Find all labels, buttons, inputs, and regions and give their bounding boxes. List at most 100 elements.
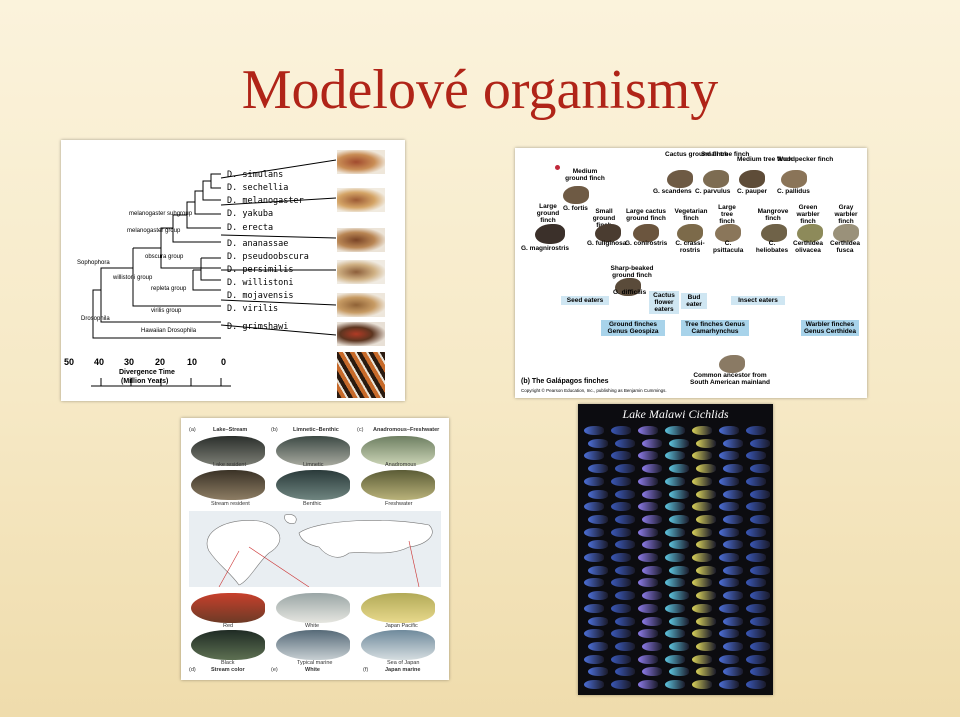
cichlid-image [665,527,685,537]
bird-label: Gray warbler finch [834,204,858,225]
cichlid-image [750,514,770,524]
cichlid-image [665,426,685,435]
cichlid-image [588,667,608,677]
cichlid-image [642,514,662,524]
cichlid-image [638,476,658,486]
finch-image [781,170,807,188]
cichlid-image [692,654,712,664]
group-label: obscura group [145,254,184,260]
cichlid-image [746,629,766,639]
cichlid-image [692,451,712,461]
cichlid-image [723,641,743,651]
cichlid-image [588,616,608,626]
fish-caption: Japan Pacific [385,623,418,629]
panel-header: Limnetic–Benthic [293,427,339,433]
fish-image [191,630,265,660]
cichlid-image [669,667,689,677]
cichlid-image [584,527,604,537]
cichlid-image [696,591,716,601]
cichlid-image [723,591,743,601]
species-label: Certhidea fusca [830,240,860,254]
cichlid-image [692,426,712,435]
genus-box: Ground finches Genus Geospiza [601,320,665,336]
cichlid-image [611,527,631,537]
finch-image [535,224,565,244]
cichlid-image [588,591,608,601]
cichlid-image [665,476,685,486]
cichlid-image [723,667,743,677]
cichlid-image [584,578,604,588]
fish-caption: Black [221,660,235,666]
cichlid-image [642,591,662,601]
fish-caption: Benthic [303,501,322,507]
group-label: repleta group [151,286,187,292]
cichlid-image [584,680,604,689]
cichlid-image [669,540,689,550]
cichlid-image [746,603,766,613]
species-label: G. fortis [563,205,588,212]
group-label: Sophophora [77,260,110,266]
cichlid-image [642,565,662,575]
slide-title: Modelové organismy [241,59,719,121]
phylogeny-tree [91,159,337,387]
species-label: C. pallidus [777,188,810,195]
cichlid-image [638,603,658,613]
cichlid-image [584,553,604,562]
cichlid-image [615,565,635,575]
cichlid-image [584,451,604,461]
fish-caption: White [305,667,320,673]
cichlid-image [615,464,635,474]
fly-image [337,352,385,398]
fish-caption: Stream color [211,667,245,673]
cichlid-image [746,527,766,537]
cichlid-image [696,616,716,626]
fish-caption: Sea of Japan [387,660,420,666]
bird-label: Woodpecker finch [777,156,834,163]
cichlid-image [692,578,712,588]
diet-box: Seed eaters [561,296,609,305]
fish-caption: Anadromous [385,462,417,468]
cichlid-image [665,553,685,562]
ancestor-label: Common ancestor from South American main… [690,372,770,386]
fish-image [361,436,435,466]
fish-image [191,470,265,500]
species-label: G. magnirostris [521,245,570,252]
cichlid-image [692,527,712,537]
cichlid-image [692,553,712,562]
galapagos-finches-figure: Cactus ground finch Small tree finch Med… [515,148,867,398]
fish-image [191,593,265,623]
bird-label: Large cactus ground finch [625,208,667,222]
fly-image [337,260,385,284]
genus-box: Tree finches Genus Camarhynchus [681,320,749,336]
cichlid-image [746,426,766,435]
cichlid-image [611,476,631,486]
species-label: D. sechellia [227,183,289,193]
fish-image [276,436,350,466]
stickleback-figure: (a) Lake–Stream (b) Limnetic–Benthic (c)… [181,418,449,680]
species-label: D. yakuba [227,209,274,219]
species-label: C. heliobates [755,240,789,254]
cichlid-image [746,502,766,512]
cichlid-image [611,553,631,562]
cichlid-image [642,667,662,677]
bird-label: Mangrove finch [757,208,789,222]
cichlid-image [750,667,770,677]
species-label: C. parvulus [695,188,731,195]
cichlid-image [615,667,635,677]
cichlid-image [696,514,716,524]
axis-tick: 50 [64,357,75,367]
cichlid-image [669,565,689,575]
cichlid-image [615,514,635,524]
cichlid-image [696,565,716,575]
cichlid-image [584,476,604,486]
finch-image [667,170,693,188]
cichlid-image [588,438,608,448]
species-label: C. pauper [737,188,767,195]
cichlid-image [669,438,689,448]
cichlid-image [638,426,658,435]
bird-label: Medium tree finch [737,156,793,163]
finch-image [797,224,823,242]
malawi-cichlids-poster: Lake Malawi Cichlids [578,404,773,695]
fish-caption: Red [223,623,234,629]
species-label: G. difficilis [613,289,647,296]
